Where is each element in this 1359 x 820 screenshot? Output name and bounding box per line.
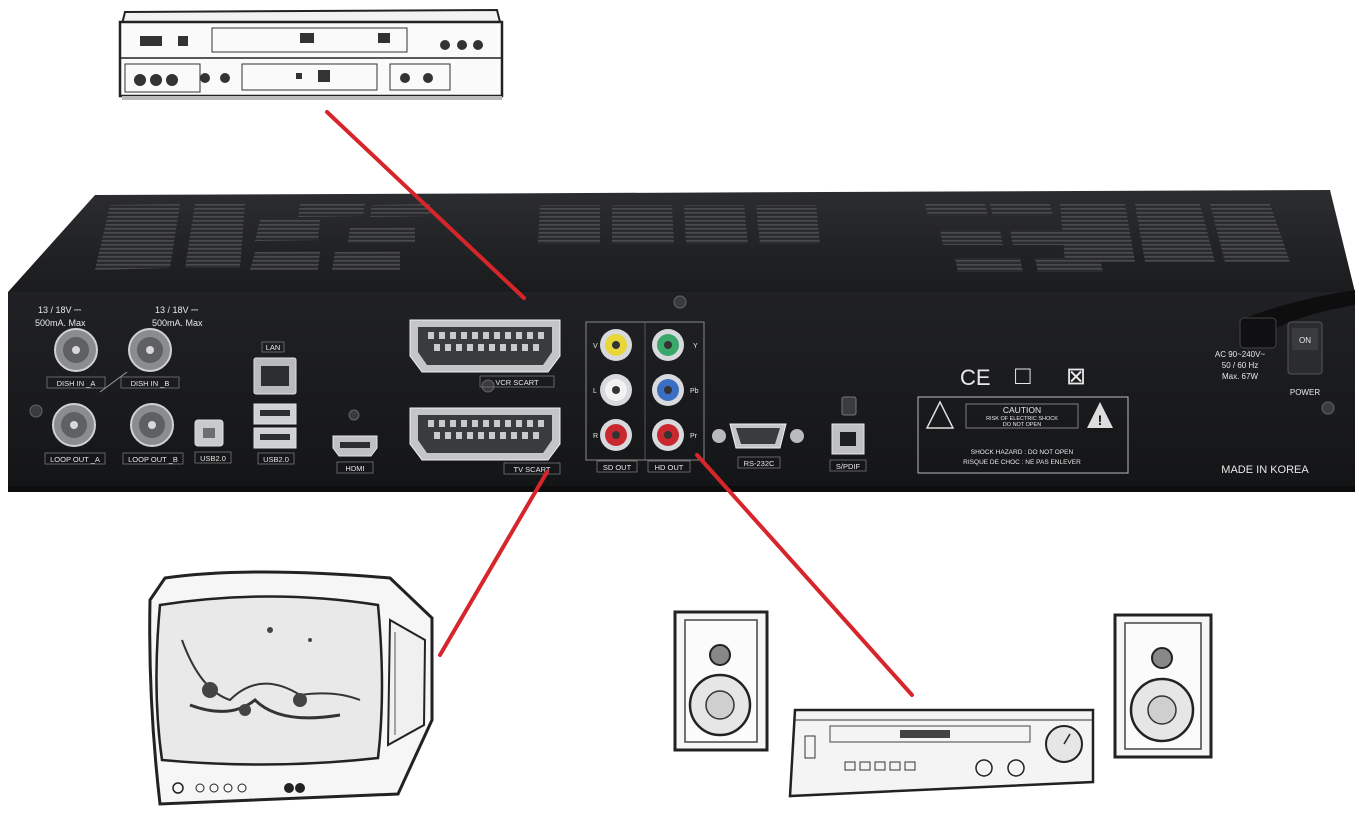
screw-icon <box>29 404 43 418</box>
caution-box <box>917 396 1129 474</box>
usb-a-label: USB2.0 <box>263 455 289 464</box>
crt-tv-sketch-icon <box>148 570 434 806</box>
dish-in-a-connector[interactable] <box>54 328 98 372</box>
power-spec-line1: AC 90~240V~ <box>1215 350 1266 359</box>
loop-link-mark <box>99 371 128 393</box>
tv-scart-to-tv-cable <box>438 470 549 657</box>
vcr-sketch-icon <box>118 8 504 100</box>
lnb-b-spec-line1: 13 / 18V ⎓ <box>155 305 198 315</box>
sd-out-label: SD OUT <box>603 463 632 472</box>
vcr-scart-label: VCR SCART <box>495 378 539 387</box>
power-label: POWER <box>1290 388 1320 397</box>
rca-sd-audio-r-red[interactable] <box>600 419 632 451</box>
tv-scart-label: TV SCART <box>514 465 551 474</box>
weee-bin-icon: ⊠ <box>1066 363 1086 390</box>
amplifier-icon <box>788 708 1095 798</box>
rca-hd-y-green[interactable] <box>652 329 684 361</box>
caution-title: CAUTION <box>1003 405 1041 415</box>
ce-mark-icon: CE <box>960 365 991 390</box>
power-inlet <box>1239 317 1277 349</box>
right-speaker-icon <box>1113 613 1213 759</box>
left-speaker-icon <box>673 610 769 752</box>
satellite-receiver-rear: 13 / 18V ⎓ 500mA. Max 13 / 18V ⎓ 500mA. … <box>8 190 1355 492</box>
rca-mark-l: L <box>593 388 597 395</box>
loop-out-a-connector[interactable] <box>52 403 96 447</box>
audio-out-to-amplifier-cable <box>695 453 914 697</box>
dish-in-a-label: DISH IN _A <box>57 379 96 388</box>
lnb-a-spec-line2: 500mA. Max <box>35 318 86 328</box>
lnb-a-spec-line1: 13 / 18V ⎓ <box>38 305 81 315</box>
scart-pins <box>428 420 544 439</box>
screw-icon <box>673 295 687 309</box>
rca-mark-pr: Pr <box>690 433 698 440</box>
caution-line3: SHOCK HAZARD : DO NOT OPEN <box>971 449 1074 456</box>
rca-mark-pb: Pb <box>690 388 699 395</box>
exclamation-warning-icon <box>1087 402 1113 428</box>
rca-mark-r: R <box>593 433 598 440</box>
loop-out-a-label: LOOP OUT _A <box>50 455 100 464</box>
vcr-to-scart-cable <box>325 110 526 300</box>
made-in-label: MADE IN KOREA <box>1221 464 1309 476</box>
rca-mark-y: Y <box>693 343 698 350</box>
loop-out-b-label: LOOP OUT _B <box>128 455 178 464</box>
screw-icon <box>1321 401 1335 415</box>
caution-line4: RISQUE DE CHOC : NE PAS ENLEVER <box>963 459 1081 466</box>
rs232-label: RS-232C <box>744 459 775 468</box>
rca-sd-audio-l-white[interactable] <box>600 374 632 406</box>
caution-line2: DO NOT OPEN <box>1003 422 1041 428</box>
screw-icon <box>348 409 360 421</box>
power-switch-on-label: ON <box>1299 336 1311 345</box>
rca-hd-pb-blue[interactable] <box>652 374 684 406</box>
rca-mark-v: V <box>593 343 598 350</box>
hdmi-label: HDMI <box>345 464 364 473</box>
rca-sd-video-yellow[interactable] <box>600 329 632 361</box>
power-spec-line3: Max. 67W <box>1222 372 1258 381</box>
loop-out-b-connector[interactable] <box>130 403 174 447</box>
double-insulation-icon: □ <box>1015 360 1031 390</box>
hd-out-label: HD OUT <box>655 463 684 472</box>
connection-cables <box>325 110 914 697</box>
rca-hd-pr-red[interactable] <box>652 419 684 451</box>
svg-text:!: ! <box>1098 412 1103 428</box>
amplifier-with-speakers-sketch-icon <box>673 610 1213 798</box>
power-spec-line2: 50 / 60 Hz <box>1222 361 1258 370</box>
shock-warning-icon <box>925 400 955 429</box>
scart-pins <box>428 332 544 351</box>
rs232-port[interactable] <box>712 423 804 449</box>
spdif-label: S/PDIF <box>836 462 861 471</box>
lan-label: LAN <box>266 343 281 352</box>
usb-b-label: USB2.0 <box>200 454 226 463</box>
ventilation-grilles <box>95 203 1290 272</box>
caution-line1: RISK OF ELECTRIC SHOCK <box>986 416 1058 422</box>
screw-icon <box>481 379 495 393</box>
dish-in-b-connector[interactable] <box>128 328 172 372</box>
dish-in-b-label: DISH IN _B <box>131 379 170 388</box>
lnb-b-spec-line2: 500mA. Max <box>152 318 203 328</box>
